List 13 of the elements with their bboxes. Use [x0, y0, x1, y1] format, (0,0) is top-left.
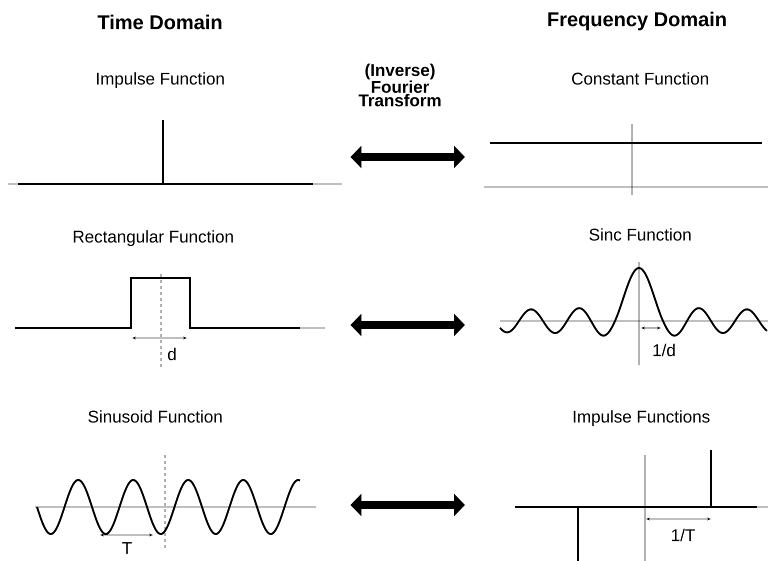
function-plot: Sinusoid Function	[88, 410, 222, 423]
heading: Time Domain	[98, 14, 222, 30]
function-plot: Sinc Function	[589, 228, 691, 241]
function-plot: Impulse Functions	[574, 410, 710, 426]
dimension-label: d	[168, 348, 176, 360]
dimension-label: 1/T	[672, 528, 695, 542]
function-plot: Impulse Function	[97, 72, 224, 88]
function-plot: Rectangular Function	[74, 230, 233, 246]
heading: Frequency Domain	[548, 12, 726, 30]
function-plot: Constant Function	[572, 72, 708, 85]
dimension-label: 1/d	[654, 344, 675, 356]
transform-label: (Inverse) Fourier Transform	[358, 64, 441, 106]
dimension-label: T	[122, 542, 132, 554]
